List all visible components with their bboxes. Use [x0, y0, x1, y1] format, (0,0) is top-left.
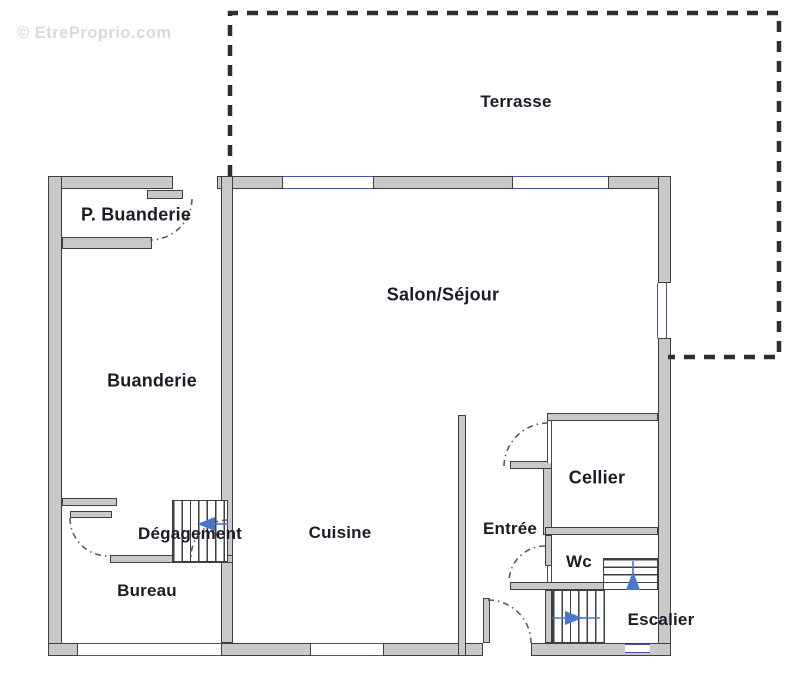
wall-stairwell-left	[545, 590, 552, 643]
room-label-terrasse: Terrasse	[480, 92, 552, 111]
window-top-left	[283, 176, 373, 189]
room-label-buanderie: Buanderie	[107, 370, 197, 391]
wall-exterior-bottom-2	[221, 643, 311, 656]
window-top-right	[513, 176, 608, 189]
wc-door-jamb	[547, 566, 552, 582]
wall-bureau-top	[62, 498, 117, 506]
wall-cuisine-entree	[458, 415, 466, 656]
watermark-text: © EtreProprio.com	[17, 24, 172, 42]
wall-entree-door-stub	[510, 461, 552, 469]
room-label-pbuanderie: P. Buanderie	[80, 204, 192, 225]
wall-wc-bottom	[510, 582, 605, 590]
door-arc-wc	[508, 545, 546, 582]
wall-exterior-bottom-3	[383, 643, 483, 656]
room-label-escalier: Escalier	[627, 610, 695, 629]
wall-exterior-top-1	[48, 176, 173, 189]
stairs-escalier-lower-flight	[552, 590, 605, 643]
wall-cellier-left	[543, 463, 552, 535]
wall-degagement-bureau	[110, 555, 233, 563]
room-label-wc: Wc	[566, 552, 592, 571]
wall-exterior-right-lower	[658, 338, 671, 656]
wall-exterior-bottom-4	[531, 643, 671, 656]
wall-main-divider	[221, 176, 233, 643]
window-right	[657, 283, 667, 338]
window-bottom-bureau	[78, 643, 221, 656]
wall-wc-left	[545, 535, 552, 566]
wall-pbuanderie-bottom	[62, 237, 152, 249]
wall-bureau-door-stub	[70, 511, 112, 518]
door-arc-bureau	[69, 517, 108, 557]
wall-pbuanderie-door-stub	[147, 190, 183, 199]
window-bottom-escalier	[625, 644, 650, 653]
room-label-cellier: Cellier	[568, 467, 626, 488]
wall-cellier-top	[547, 413, 658, 421]
wall-exterior-top-3	[373, 176, 513, 189]
wall-exterior-right-upper	[658, 176, 671, 283]
door-arc-cellier	[503, 422, 549, 467]
door-arc-front-entrance	[487, 599, 532, 644]
wall-exterior-bottom-1	[48, 643, 78, 656]
room-label-cuisine: Cuisine	[308, 523, 372, 542]
cellier-door-jamb	[547, 421, 552, 463]
room-label-degagement: Dégagement	[137, 524, 243, 543]
wall-front-door-stub	[483, 598, 490, 643]
wall-cellier-bottom	[545, 527, 658, 535]
room-label-bureau: Bureau	[117, 581, 177, 600]
wall-exterior-left	[48, 176, 62, 656]
room-label-salon: Salon/Séjour	[386, 284, 500, 305]
room-label-entree: Entrée	[482, 519, 538, 538]
stairs-escalier-upper-flight	[603, 558, 658, 590]
window-bottom-cuisine	[311, 643, 383, 656]
